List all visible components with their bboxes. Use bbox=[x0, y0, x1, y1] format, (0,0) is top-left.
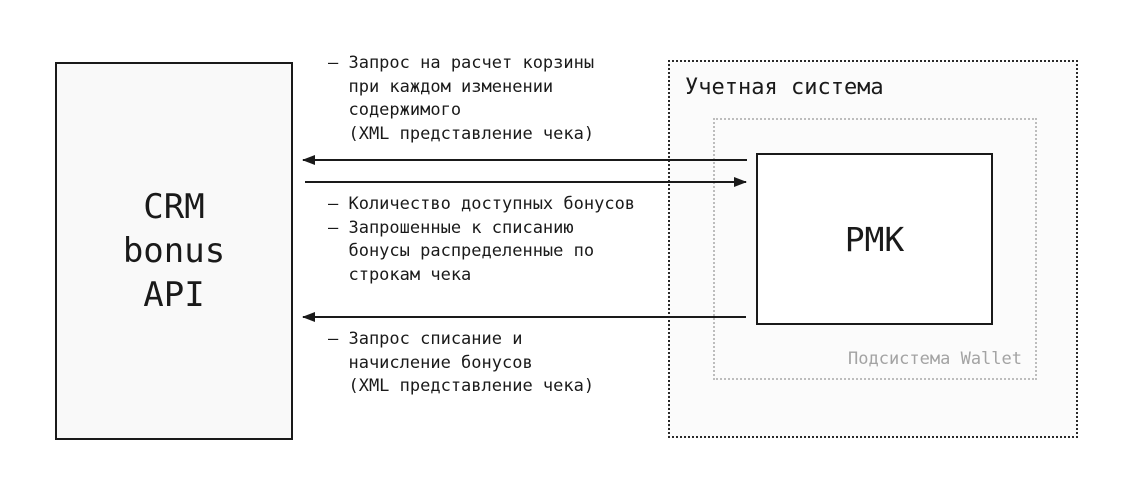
text-line: при каждом изменении bbox=[328, 76, 554, 97]
rmk-box: РМК bbox=[756, 153, 993, 325]
arrow-writeoff-to-crm bbox=[302, 312, 746, 322]
arrow-bonus-amounts-to-rmk bbox=[305, 177, 747, 187]
text-line: API bbox=[143, 275, 205, 315]
accounting-system-title: Учетная система bbox=[685, 75, 884, 100]
arrow-line bbox=[305, 181, 746, 183]
text-line: CRM bbox=[143, 187, 205, 227]
message-basket-calc: — Запрос на расчет корзины при каждом из… bbox=[328, 52, 594, 146]
text-line: (XML представление чека) bbox=[328, 123, 595, 144]
arrow-line bbox=[303, 316, 746, 318]
text-line: начисление бонусов bbox=[328, 352, 533, 373]
text-line: — Запрос на расчет корзины bbox=[328, 53, 595, 73]
text-line: bonus bbox=[122, 231, 226, 271]
wallet-subsystem-box: РМК Подсистема Wallet bbox=[713, 118, 1037, 380]
arrowhead-left-icon bbox=[302, 312, 315, 322]
text-line: строкам чека bbox=[328, 264, 472, 285]
wallet-subsystem-label: Подсистема Wallet bbox=[848, 349, 1022, 369]
accounting-system-box: Учетная система РМК Подсистема Wallet bbox=[668, 60, 1078, 438]
text-line: (XML представление чека) bbox=[328, 376, 595, 396]
rmk-label: РМК bbox=[844, 219, 905, 259]
text-line: содержимого bbox=[328, 100, 462, 120]
arrowhead-left-icon bbox=[302, 155, 315, 165]
arrowhead-right-icon bbox=[734, 177, 747, 187]
text-line: — Запрос списание и bbox=[328, 329, 523, 349]
text-line: — Запрошенные к списанию bbox=[328, 217, 574, 238]
text-line: бонусы распределенные по bbox=[328, 241, 595, 261]
message-bonus-amounts: — Количество доступных бонусов — Запрошен… bbox=[328, 193, 635, 287]
message-writeoff: — Запрос списание и начисление бонусов (… bbox=[328, 328, 594, 399]
arrow-basket-calc-to-crm bbox=[302, 155, 747, 165]
arrow-line bbox=[303, 159, 747, 161]
text-line: — Количество доступных бонусов bbox=[328, 194, 636, 214]
